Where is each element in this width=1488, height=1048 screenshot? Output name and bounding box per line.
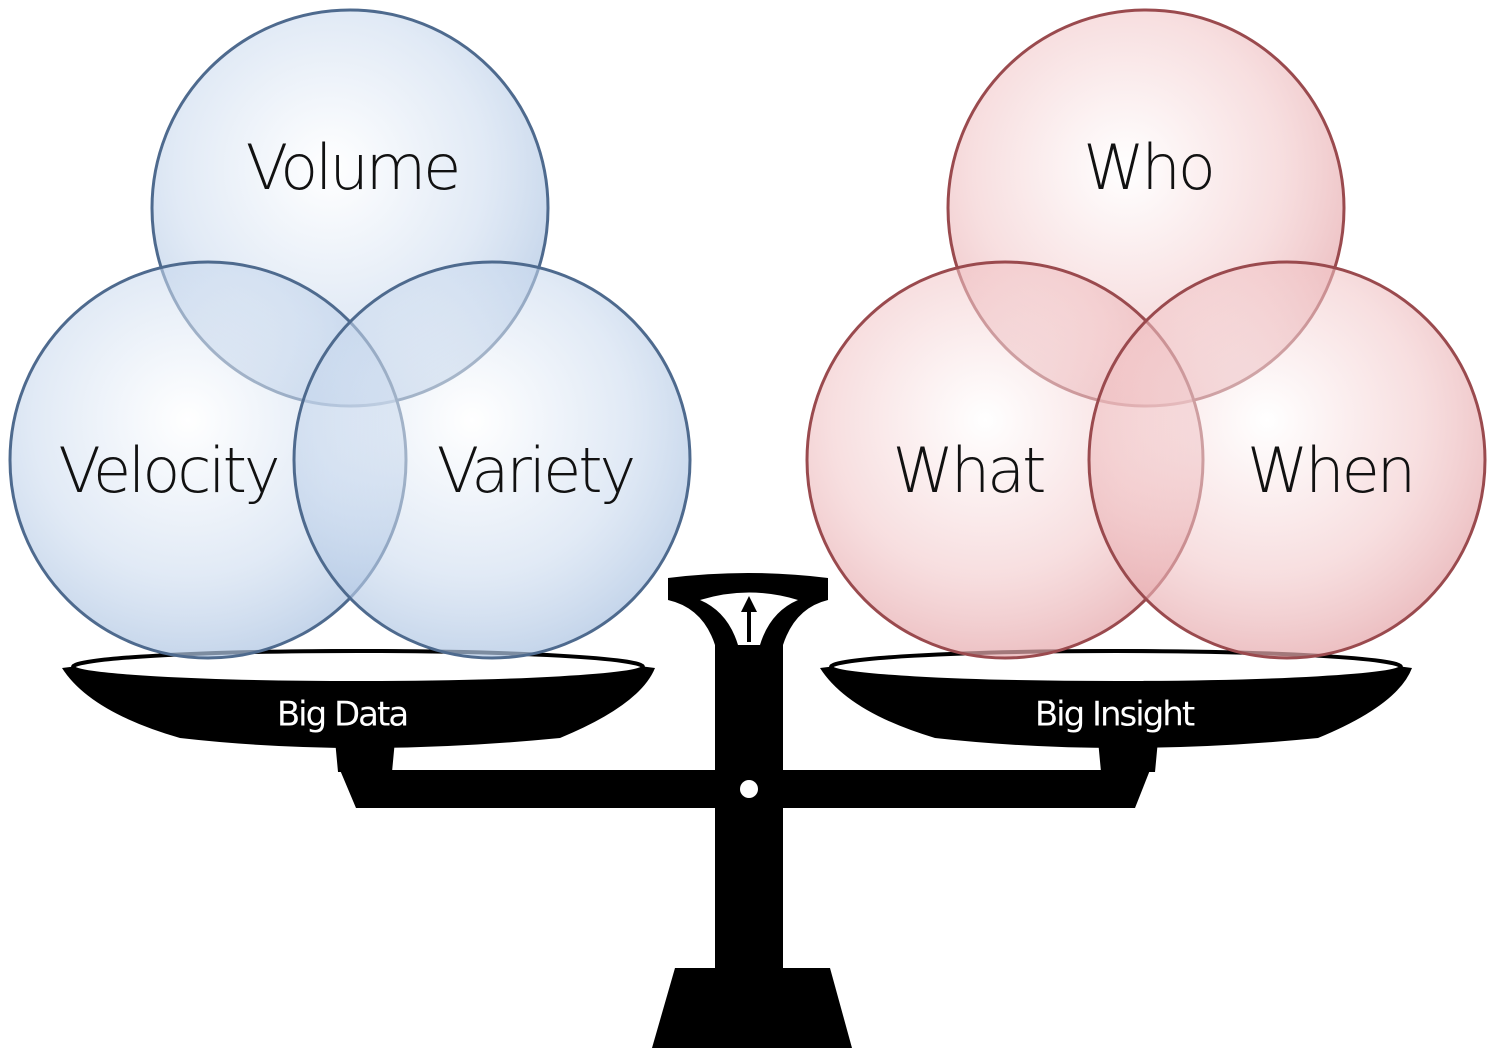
- arrow-up-icon: [700, 592, 798, 645]
- variety-circle: [292, 260, 692, 660]
- variety-label: Variety: [437, 434, 634, 507]
- pivot-dot-icon: [740, 780, 758, 798]
- velocity-label: Velocity: [58, 434, 278, 507]
- left-pan-support: [335, 740, 395, 772]
- right-pan-support: [1098, 740, 1158, 772]
- when-label: When: [1247, 434, 1413, 507]
- left-pan-rim: [71, 649, 645, 685]
- volume-label: Volume: [246, 131, 459, 204]
- scale-base: [652, 968, 852, 1048]
- left-pan-label: Big Data: [277, 695, 407, 735]
- right-pan-rim: [829, 649, 1403, 685]
- right-pan-label: Big Insight: [1035, 695, 1195, 735]
- what-label: What: [893, 434, 1045, 507]
- when-circle: [1087, 260, 1487, 660]
- who-label: Who: [1083, 131, 1213, 204]
- big-insight-circles: [805, 8, 1487, 660]
- big-data-circles: [8, 8, 692, 660]
